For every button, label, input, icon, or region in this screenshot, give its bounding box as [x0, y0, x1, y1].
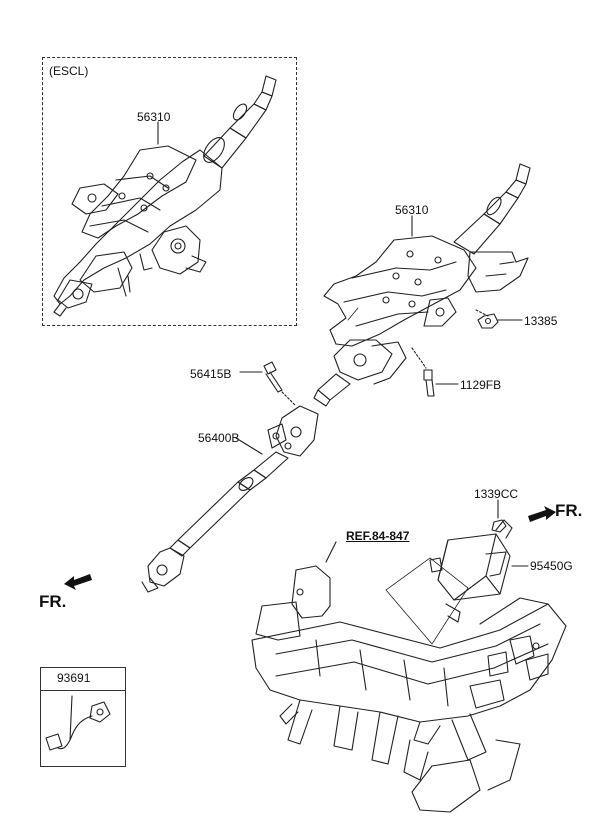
- label-1339CC: 1339CC: [474, 487, 519, 501]
- label-95450G: 95450G: [530, 559, 573, 573]
- fr-arrow-left: [64, 574, 92, 590]
- bolt-1129FB-drawing: [411, 347, 459, 397]
- ecu-module-drawing: [429, 519, 529, 623]
- fr-arrow-right: [528, 506, 556, 522]
- ref-leader-drawing: [325, 541, 469, 645]
- nut-1339CC-drawing: [491, 499, 507, 533]
- label-56310-inset: 56310: [137, 110, 171, 124]
- label-56310-main: 56310: [395, 203, 429, 217]
- fr-label-left: FR.: [39, 592, 67, 611]
- nut-13385-drawing: [475, 309, 523, 329]
- fr-label-right: FR.: [555, 501, 583, 520]
- label-13385: 13385: [524, 314, 558, 328]
- label-1129FB: 1129FB: [460, 378, 502, 392]
- harness-93691-drawing: [45, 695, 111, 751]
- label-93691: 93691: [57, 671, 91, 685]
- part-93691-header: [41, 668, 125, 691]
- part-93691-frame: [40, 667, 126, 767]
- escl-label: (ESCL): [49, 64, 89, 78]
- ref-label: REF.84-847: [346, 529, 410, 543]
- steering-column-main-drawing: [313, 163, 531, 407]
- steering-column-escl-drawing: [53, 75, 277, 317]
- intermediate-shaft-drawing: [141, 405, 319, 593]
- bolt-56415B-drawing: [239, 361, 297, 407]
- label-56400B: 56400B: [198, 431, 240, 445]
- escl-inset-frame: [42, 57, 297, 326]
- cowl-crossmember-drawing: [251, 565, 567, 813]
- label-56415B: 56415B: [190, 367, 232, 381]
